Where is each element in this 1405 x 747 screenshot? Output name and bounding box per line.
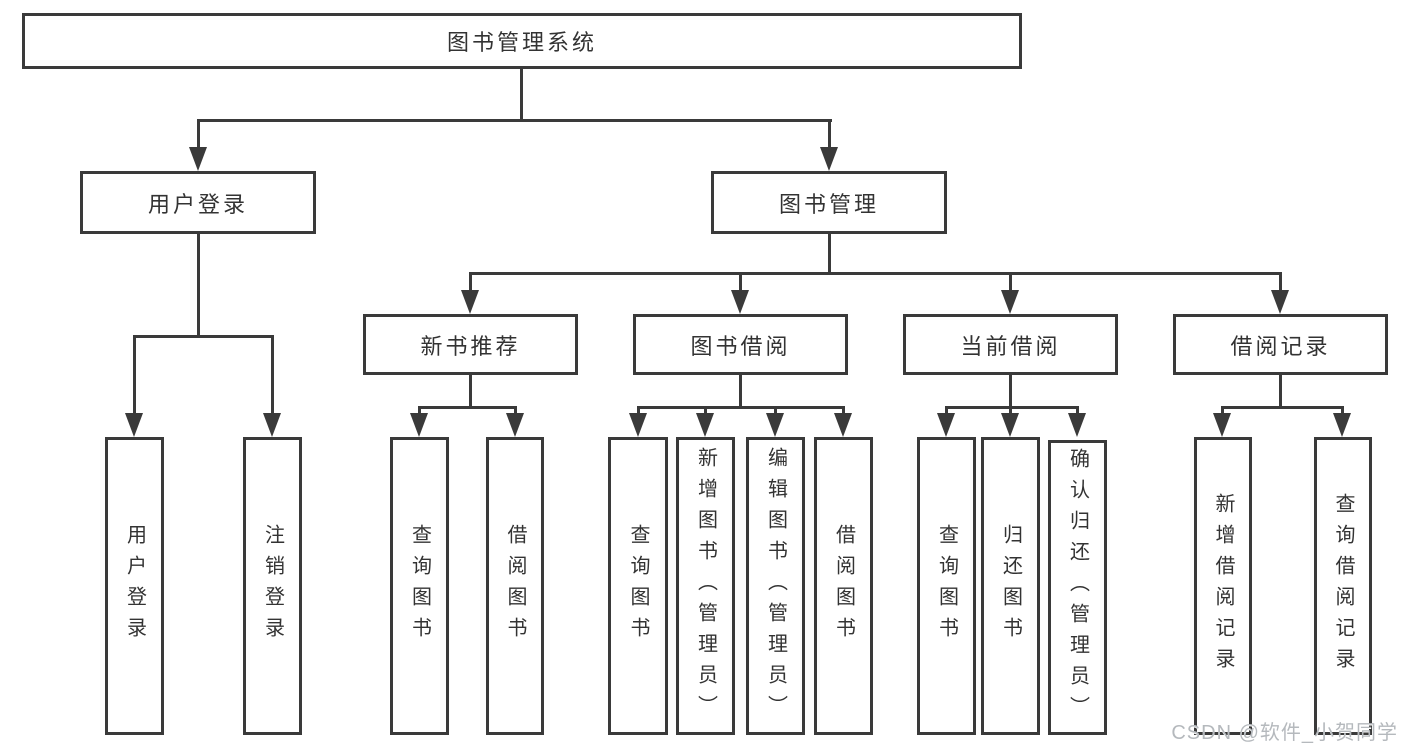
leaf-br-query-record: 查询借阅记录 xyxy=(1314,437,1372,735)
node-root-label: 图书管理系统 xyxy=(446,30,597,55)
leaf-bb-query-books: 查询图书 xyxy=(608,437,668,735)
leaf-cb-query-books-label: 查询图书 xyxy=(935,524,958,648)
leaf-br-add-record-label: 新增借阅记录 xyxy=(1212,493,1234,679)
leaf-cb-return-books: 归还图书 xyxy=(981,437,1040,735)
node-current-borrowing: 当前借阅 xyxy=(903,314,1118,375)
connector-bookmgmt-vline xyxy=(828,232,831,274)
connector-bb-stub-1 xyxy=(637,406,640,416)
node-book-borrowing: 图书借阅 xyxy=(633,314,848,375)
connector-br-stub-1 xyxy=(1221,406,1224,416)
leaf-bb-borrow-books-label: 借阅图书 xyxy=(832,524,855,648)
arrow-to-cb-confirm-return xyxy=(1068,413,1086,437)
connector-cb-stub-3 xyxy=(1076,406,1079,416)
leaf-cb-return-books-label: 归还图书 xyxy=(999,524,1022,648)
arrow-to-new-book-recommend xyxy=(461,290,479,314)
connector-nbr-stub-1 xyxy=(418,406,421,416)
arrow-to-leaf-user-login xyxy=(125,413,143,437)
node-user-login: 用户登录 xyxy=(80,171,316,234)
node-borrowing-records: 借阅记录 xyxy=(1173,314,1388,375)
leaf-br-add-record: 新增借阅记录 xyxy=(1194,437,1252,735)
node-book-management-label: 图书管理 xyxy=(778,191,879,217)
node-book-borrowing-label: 图书借阅 xyxy=(690,333,791,359)
arrow-to-nbr-query-books xyxy=(410,413,428,437)
connector-bookmgmt-stub-4 xyxy=(1279,272,1282,292)
leaf-bb-add-books-admin: 新增图书（管理员） xyxy=(676,437,735,735)
arrow-to-nbr-borrow-books xyxy=(506,413,524,437)
leaf-nbr-borrow-books-label: 借阅图书 xyxy=(504,524,526,648)
connector-userlogin-stub-left xyxy=(133,335,136,415)
leaf-nbr-borrow-books: 借阅图书 xyxy=(486,437,544,735)
arrow-to-user-login xyxy=(189,147,207,171)
arrow-to-book-management xyxy=(820,147,838,171)
connector-br-vline xyxy=(1279,372,1282,409)
leaf-user-login: 用户登录 xyxy=(105,437,164,735)
leaf-logout: 注销登录 xyxy=(243,437,302,735)
connector-bookmgmt-stub-1 xyxy=(469,272,472,292)
arrow-to-current-borrowing xyxy=(1001,290,1019,314)
arrow-to-cb-return-books xyxy=(1001,413,1019,437)
connector-bookmgmt-stub-3 xyxy=(1009,272,1012,292)
connector-cb-stub-1 xyxy=(945,406,948,416)
connector-br-stub-2 xyxy=(1341,406,1344,416)
leaf-bb-edit-books-admin-label: 编辑图书（管理员） xyxy=(764,446,787,726)
connector-cb-hline xyxy=(945,406,1079,409)
node-borrowing-records-label: 借阅记录 xyxy=(1230,333,1331,359)
connector-bb-stub-3 xyxy=(774,406,777,416)
connector-nbr-stub-2 xyxy=(514,406,517,416)
connector-cb-vline xyxy=(1009,372,1012,409)
connector-nbr-vline xyxy=(469,372,472,409)
connector-root-vline xyxy=(520,66,523,120)
connector-bookmgmt-stub-2 xyxy=(739,272,742,292)
node-user-login-label: 用户登录 xyxy=(147,191,248,217)
node-new-book-recommend-label: 新书推荐 xyxy=(420,333,521,359)
node-book-management: 图书管理 xyxy=(711,171,947,234)
connector-userlogin-hline xyxy=(133,335,274,338)
connector-root-stub-left xyxy=(197,119,200,149)
leaf-bb-query-books-label: 查询图书 xyxy=(627,524,649,648)
leaf-bb-add-books-admin-label: 新增图书（管理员） xyxy=(694,446,717,726)
connector-root-stub-right xyxy=(828,119,831,149)
connector-nbr-hline xyxy=(418,406,517,409)
connector-bookmgmt-hline xyxy=(469,272,1282,275)
leaf-bb-borrow-books: 借阅图书 xyxy=(814,437,873,735)
connector-bb-hline xyxy=(637,406,845,409)
arrow-to-bb-edit-books xyxy=(766,413,784,437)
connector-cb-stub-2 xyxy=(1009,406,1012,416)
arrow-to-book-borrowing xyxy=(731,290,749,314)
leaf-nbr-query-books: 查询图书 xyxy=(390,437,449,735)
leaf-br-query-record-label: 查询借阅记录 xyxy=(1332,493,1354,679)
node-new-book-recommend: 新书推荐 xyxy=(363,314,578,375)
leaf-cb-confirm-return-admin: 确认归还（管理员） xyxy=(1048,440,1107,735)
leaf-cb-confirm-return-admin-label: 确认归还（管理员） xyxy=(1066,448,1089,727)
arrow-to-br-add-record xyxy=(1213,413,1231,437)
leaf-cb-query-books: 查询图书 xyxy=(917,437,976,735)
node-current-borrowing-label: 当前借阅 xyxy=(960,333,1061,359)
arrow-to-br-query-record xyxy=(1333,413,1351,437)
connector-bb-vline xyxy=(739,372,742,409)
leaf-user-login-label: 用户登录 xyxy=(123,524,146,648)
arrow-to-bb-add-books xyxy=(696,413,714,437)
arrow-to-leaf-logout xyxy=(263,413,281,437)
leaf-bb-edit-books-admin: 编辑图书（管理员） xyxy=(746,437,805,735)
connector-br-hline xyxy=(1221,406,1344,409)
connector-bb-stub-4 xyxy=(842,406,845,416)
connector-bb-stub-2 xyxy=(704,406,707,416)
arrow-to-cb-query-books xyxy=(937,413,955,437)
connector-root-hline xyxy=(197,119,832,122)
connector-userlogin-vline xyxy=(197,232,200,338)
arrow-to-borrowing-records xyxy=(1271,290,1289,314)
arrow-to-bb-query-books xyxy=(629,413,647,437)
node-root: 图书管理系统 xyxy=(22,13,1022,69)
csdn-watermark: CSDN @软件_小贺同学 xyxy=(1171,722,1398,744)
arrow-to-bb-borrow-books xyxy=(834,413,852,437)
connector-userlogin-stub-right xyxy=(271,335,274,415)
leaf-logout-label: 注销登录 xyxy=(261,524,284,648)
leaf-nbr-query-books-label: 查询图书 xyxy=(408,524,431,648)
